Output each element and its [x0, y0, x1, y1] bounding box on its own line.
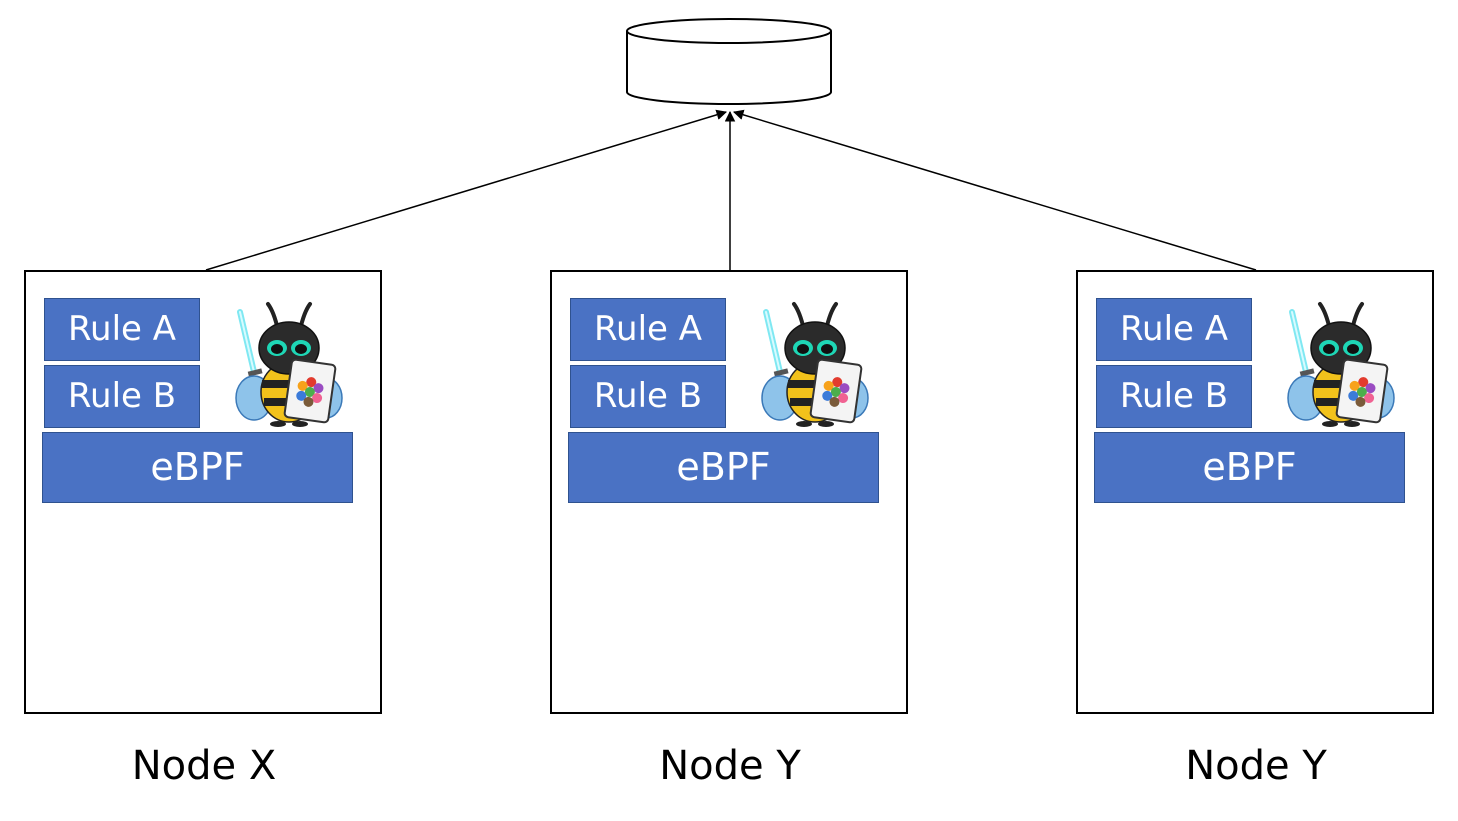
node-label: Node X — [131, 743, 277, 789]
node-label: Node Y — [1185, 743, 1327, 789]
rule-a-box: Rule A — [1096, 298, 1252, 361]
node-box: Rule A Rule B eBPF — [550, 270, 908, 714]
ebpf-box: eBPF — [42, 432, 353, 503]
node-label: Node Y — [659, 743, 801, 789]
connector-node-1 — [205, 109, 728, 271]
rule-a-box: Rule A — [570, 298, 726, 361]
node-box: Rule A Rule B eBPF — [24, 270, 382, 714]
node-box: Rule A Rule B eBPF — [1076, 270, 1434, 714]
database-cylinder-icon — [626, 18, 832, 105]
bee-mascot-icon — [235, 302, 343, 427]
connector-node-3 — [732, 109, 1257, 271]
ebpf-box: eBPF — [568, 432, 879, 503]
rule-b-box: Rule B — [570, 365, 726, 428]
ebpf-box: eBPF — [1094, 432, 1405, 503]
bee-mascot-icon — [1287, 302, 1395, 427]
rule-a-box: Rule A — [44, 298, 200, 361]
bee-mascot-icon — [761, 302, 869, 427]
rule-b-box: Rule B — [44, 365, 200, 428]
rule-b-box: Rule B — [1096, 365, 1252, 428]
